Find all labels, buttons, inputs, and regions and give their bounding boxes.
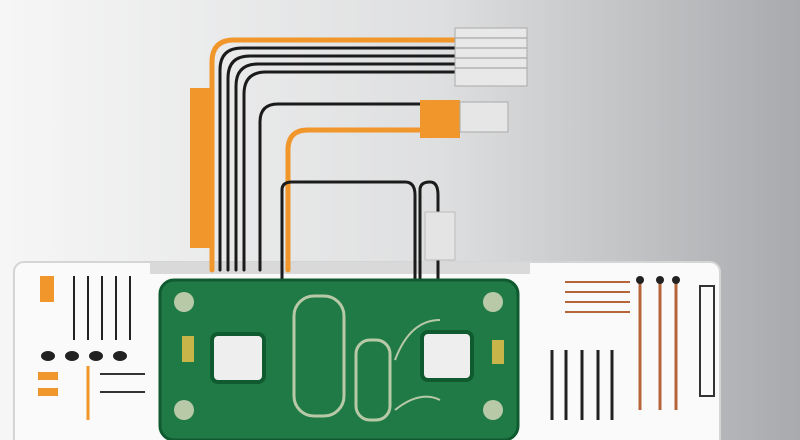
pcb-board-icon <box>158 278 520 440</box>
base-panel-top-strip <box>150 262 530 274</box>
probe-icon <box>550 276 715 420</box>
connector-icon <box>420 27 528 261</box>
wire-harness-icon <box>209 37 458 282</box>
orange-connector-left <box>190 88 214 248</box>
resistor-icon <box>38 276 145 420</box>
